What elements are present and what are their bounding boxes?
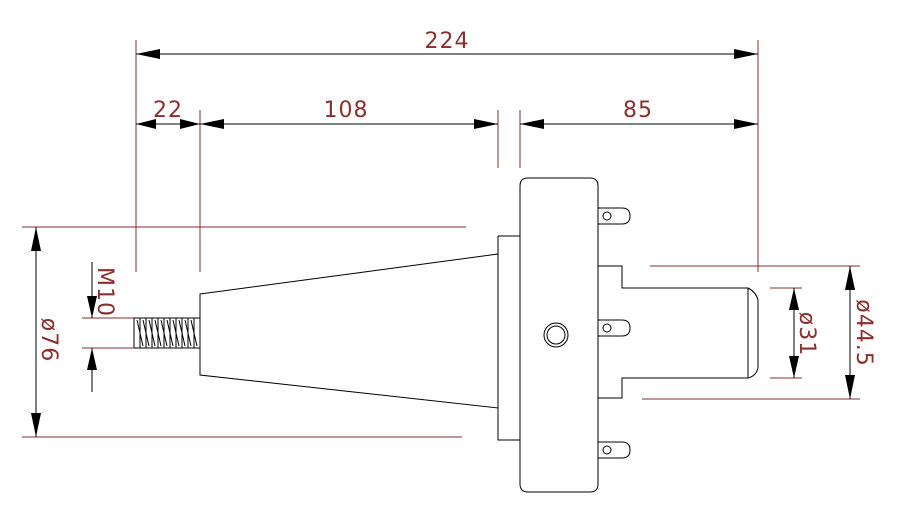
dimension-shank-diameter: ø44.5 <box>845 266 876 399</box>
dimension-flange-diameter: ø76 <box>31 227 61 437</box>
grease-fitting <box>543 322 569 348</box>
dimension-thread-length: 22 <box>136 98 200 129</box>
mounting-lug-middle <box>598 319 631 337</box>
dimension-label-thread-length: 22 <box>153 98 183 123</box>
dimension-label-tip-diameter: ø31 <box>794 312 819 356</box>
dimension-label-taper-length: 108 <box>324 98 369 123</box>
dimension-label-overall-length: 224 <box>425 29 470 54</box>
dimension-overall-length: 224 <box>136 29 758 59</box>
extension-lines <box>22 40 860 438</box>
dimension-label-thread-size: M10 <box>92 267 117 317</box>
part-outline <box>133 177 759 493</box>
dimension-taper-length: 108 <box>200 98 498 129</box>
stub-shaft <box>598 265 759 399</box>
dimension-label-flange-diameter: ø76 <box>36 318 61 362</box>
mounting-lug-bottom <box>598 441 631 459</box>
dimension-tip-diameter: ø31 <box>789 288 819 378</box>
dimension-label-shank-diameter: ø44.5 <box>851 299 876 366</box>
dimension-shank-length: 85 <box>520 98 758 129</box>
collar <box>497 235 520 441</box>
flange <box>519 177 599 493</box>
dimension-thread-size: M10 <box>87 262 117 392</box>
mounting-lug-top <box>598 207 631 225</box>
threaded-stud <box>133 317 201 349</box>
dimension-label-shank-length: 85 <box>623 98 653 123</box>
tapered-body <box>199 253 499 409</box>
